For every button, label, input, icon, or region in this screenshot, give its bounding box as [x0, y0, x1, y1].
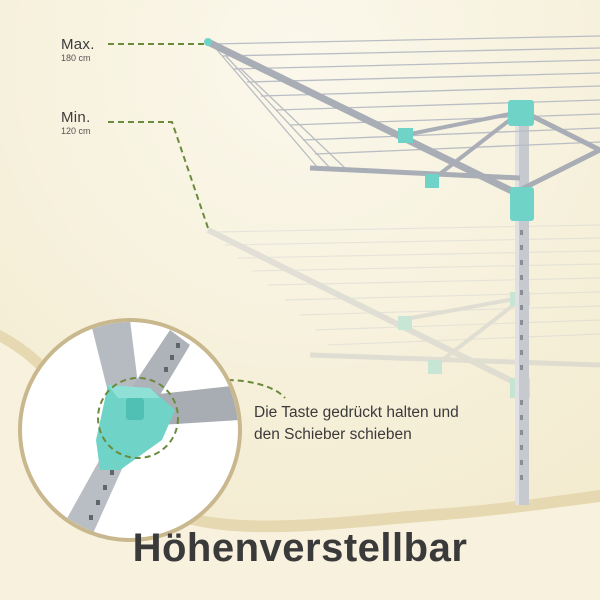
magnifier-frame	[18, 318, 242, 542]
height-slider	[96, 385, 175, 470]
release-button	[126, 398, 144, 420]
dryer-arm-left	[309, 165, 521, 181]
min-height-value: 120 cm	[61, 126, 91, 136]
instruction-text: Die Taste gedrückt halten und den Schieb…	[254, 402, 524, 446]
min-label-text: Min.	[61, 109, 91, 126]
min-height-label: Min. 120 cm	[61, 110, 91, 137]
top-hub	[508, 100, 534, 126]
max-height-value: 180 cm	[61, 53, 91, 63]
height-leader-lines	[108, 43, 286, 399]
headline: Höhenverstellbar	[132, 526, 468, 570]
arm-clip	[398, 128, 413, 143]
dryer-max-position	[204, 35, 600, 221]
max-label-text: Max.	[61, 36, 95, 53]
lower-hub	[510, 187, 534, 221]
instruction-line-2: den Schieber schieben	[254, 426, 412, 443]
dryer-arm-front	[204, 38, 524, 199]
max-height-label: Max. 180 cm	[61, 37, 95, 64]
instruction-line-1: Die Taste gedrückt halten und	[254, 404, 459, 421]
detail-magnifier	[18, 318, 242, 542]
